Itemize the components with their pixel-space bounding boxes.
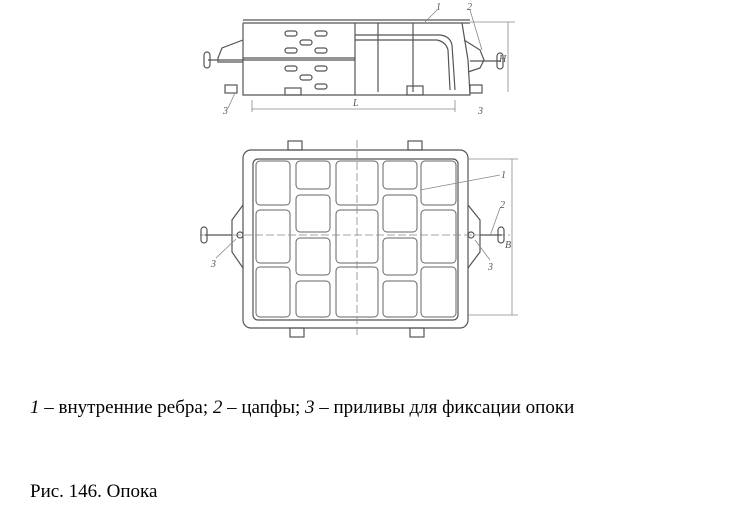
- side-label-3-left: 3: [222, 106, 228, 117]
- side-label-3-right: 3: [477, 106, 483, 117]
- top-label-3-right: 3: [487, 262, 493, 273]
- legend-caption: 1 – внутренние ребра; 2 – цапфы; 3 – при…: [30, 397, 574, 419]
- legend-num-2: 2: [212, 397, 223, 418]
- trunnion-right-top-icon: [480, 226, 505, 244]
- side-view: 1 2 3 3 L H: [203, 2, 515, 117]
- vent-slots: [284, 30, 328, 90]
- side-label-2: 2: [467, 2, 472, 13]
- trunnion-left-icon: [203, 51, 243, 69]
- trunnion-right-icon: [470, 52, 504, 70]
- side-label-1: 1: [436, 2, 441, 13]
- top-label-B: B: [505, 240, 511, 251]
- legend-num-1: 1: [30, 397, 40, 418]
- top-view: 1 2 3 3 B: [200, 140, 518, 338]
- side-label-H: H: [498, 54, 507, 65]
- legend-num-3: 3: [304, 397, 315, 418]
- flask-drawing: 1 2 3 3 L H: [200, 2, 518, 338]
- top-label-2: 2: [500, 200, 505, 211]
- top-label-1: 1: [501, 170, 506, 181]
- figure-caption: Рис. 146. Опока: [30, 481, 158, 502]
- legend-text-3: – приливы для фиксации опоки: [314, 397, 575, 418]
- top-label-3-left: 3: [210, 259, 216, 270]
- side-label-L: L: [352, 98, 359, 109]
- trunnion-left-top-icon: [200, 226, 232, 244]
- legend-text-1: – внутренние ребра;: [39, 397, 213, 418]
- legend-text-2: – цапфы;: [222, 397, 305, 418]
- flask-cells: [255, 160, 457, 318]
